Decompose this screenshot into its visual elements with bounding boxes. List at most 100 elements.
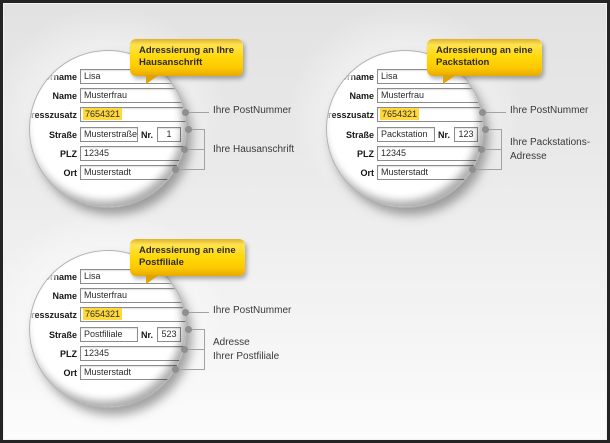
form-row-ort: Ort Musterstadt — [327, 165, 483, 180]
address-callout: Adresse Ihrer Postfiliale — [213, 329, 279, 371]
title-banner: Adressierung an eine Packstation — [427, 39, 542, 84]
name-input[interactable]: Musterfrau — [80, 288, 186, 303]
strasse-label: Straße — [48, 130, 77, 140]
nr-input[interactable]: 523 — [157, 327, 181, 342]
connector-line — [187, 349, 205, 350]
form-row-strasse: Straße Musterstraße Nr. 1 — [30, 127, 186, 142]
banner-line1: Adressierung an Ihre — [139, 45, 235, 56]
adresszusatz-input[interactable]: 7654321 — [80, 107, 186, 122]
postnummer-highlight: 7654321 — [83, 108, 123, 120]
postnummer-callout: Ihre PostNummer — [213, 305, 292, 316]
form-row-name: Name Musterfrau — [30, 288, 186, 303]
connector-line — [484, 149, 502, 150]
magnifier-circle: Vorname Lisa Name Musterfrau Adresszusat… — [29, 50, 187, 208]
form-row-plz: PLZ 12345 — [327, 146, 483, 161]
form-row-ort: Ort Musterstadt — [30, 365, 186, 380]
address-callout-line2: Ihrer Postfiliale — [213, 351, 280, 362]
connector-line — [178, 369, 205, 370]
connector-line — [191, 129, 205, 130]
connector-dot — [181, 346, 188, 353]
banner-line1: Adressierung an eine — [139, 245, 236, 256]
nr-input[interactable]: 1 — [157, 127, 181, 142]
connector-line — [178, 169, 205, 170]
group-packstation: Vorname Lisa Name Musterfrau Adresszusat… — [288, 7, 607, 244]
nr-label: Nr. — [140, 330, 153, 340]
address-callout: Ihre Hausanschrift — [213, 129, 294, 171]
form-row-adresszusatz: Adresszusatz 7654321 — [327, 107, 483, 122]
ort-input[interactable]: Musterstadt — [80, 165, 186, 180]
ort-label: Ort — [63, 168, 78, 178]
address-callout-line1: Ihre Packstations- — [510, 137, 591, 148]
connector-dot — [185, 326, 192, 333]
banner-line1: Adressierung an eine — [436, 45, 533, 56]
connector-line — [189, 312, 209, 313]
vorname-label: Vorname — [39, 272, 77, 282]
form-row-adresszusatz: Adresszusatz 7654321 — [30, 307, 186, 322]
form-row-strasse: Straße Postfiliale Nr. 523 — [30, 327, 186, 342]
connector-line — [189, 112, 209, 113]
connector-line — [191, 329, 205, 330]
nr-input[interactable]: 123 — [454, 127, 478, 142]
plz-label: PLZ — [60, 349, 77, 359]
postnummer-highlight: 7654321 — [83, 308, 123, 320]
connector-dot — [181, 146, 188, 153]
connector-line — [486, 112, 506, 113]
name-label: Name — [349, 91, 374, 101]
ort-label: Ort — [63, 368, 78, 378]
plz-input[interactable]: 12345 — [80, 346, 186, 361]
postnummer-callout: Ihre PostNummer — [213, 105, 292, 116]
form-row-ort: Ort Musterstadt — [30, 165, 186, 180]
title-banner: Adressierung an eine Postfiliale — [130, 239, 245, 284]
plz-input[interactable]: 12345 — [80, 146, 186, 161]
ort-input[interactable]: Musterstadt — [80, 365, 186, 380]
nr-label: Nr. — [437, 130, 450, 140]
form-row-strasse: Straße Packstation Nr. 123 — [327, 127, 483, 142]
group-postfiliale: Vorname Lisa Name Musterfrau Adresszusat… — [3, 207, 329, 440]
address-form: Vorname Lisa Name Musterfrau Adresszusat… — [327, 51, 483, 207]
nr-label: Nr. — [140, 130, 153, 140]
connector-dot — [172, 166, 179, 173]
vorname-label: Vorname — [39, 72, 77, 82]
address-callout: Ihre Packstations- Adresse — [510, 129, 590, 171]
strasse-input[interactable]: Postfiliale — [80, 327, 138, 342]
connector-line — [488, 129, 502, 130]
address-callout-line2: Adresse — [510, 151, 547, 162]
banner-line2: Postfiliale — [139, 257, 184, 268]
postnummer-highlight: 7654321 — [380, 108, 420, 120]
connector-dot — [482, 126, 489, 133]
vorname-label: Vorname — [336, 72, 374, 82]
connector-bracket — [204, 129, 205, 170]
connector-dot — [469, 166, 476, 173]
ort-input[interactable]: Musterstadt — [377, 165, 483, 180]
connector-dot — [478, 146, 485, 153]
connector-dot — [172, 366, 179, 373]
connector-dot — [185, 126, 192, 133]
address-callout-line1: Ihre Hausanschrift — [213, 144, 295, 155]
adresszusatz-input[interactable]: 7654321 — [80, 307, 186, 322]
address-callout-line1: Adresse — [213, 337, 250, 348]
name-input[interactable]: Musterfrau — [377, 88, 483, 103]
address-form: Vorname Lisa Name Musterfrau Adresszusat… — [30, 51, 186, 207]
adresszusatz-label: Adresszusatz — [327, 110, 374, 120]
connector-dot — [182, 109, 189, 116]
plz-input[interactable]: 12345 — [377, 146, 483, 161]
name-label: Name — [52, 91, 77, 101]
name-input[interactable]: Musterfrau — [80, 88, 186, 103]
banner-line2: Packstation — [436, 57, 490, 68]
plz-label: PLZ — [357, 149, 374, 159]
title-banner: Adressierung an Ihre Hausanschrift — [130, 39, 244, 84]
ort-label: Ort — [360, 168, 375, 178]
postnummer-callout: Ihre PostNummer — [510, 105, 589, 116]
adresszusatz-input[interactable]: 7654321 — [377, 107, 483, 122]
strasse-label: Straße — [345, 130, 374, 140]
connector-line — [187, 149, 205, 150]
strasse-input[interactable]: Packstation — [377, 127, 435, 142]
strasse-label: Straße — [48, 330, 77, 340]
group-hausanschrift: Vorname Lisa Name Musterfrau Adresszusat… — [3, 7, 329, 244]
form-row-plz: PLZ 12345 — [30, 146, 186, 161]
magnifier-circle: Vorname Lisa Name Musterfrau Adresszusat… — [326, 50, 484, 208]
strasse-input[interactable]: Musterstraße — [80, 127, 138, 142]
connector-dot — [479, 109, 486, 116]
connector-bracket — [501, 129, 502, 170]
